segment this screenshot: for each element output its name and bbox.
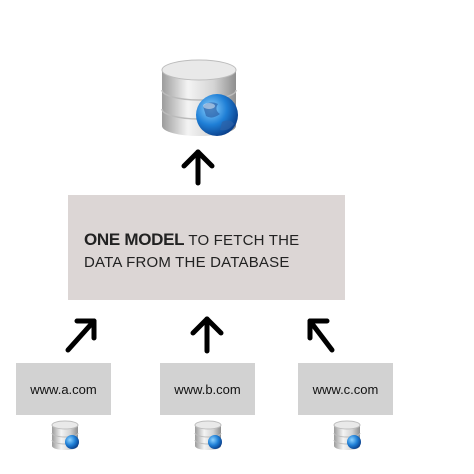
model-subtitle: TO FETCH THE DATA FROM THE DATABASE: [84, 232, 300, 271]
arrow-up-to-database: [181, 149, 215, 186]
model-title: ONE MODEL: [84, 230, 185, 249]
site-a-label: www.a.com: [30, 381, 97, 397]
arrow-b-to-model: [190, 316, 224, 354]
arrow-a-to-model: [65, 318, 97, 353]
model-box: [68, 195, 345, 300]
site-a-box: www.a.com: [16, 363, 111, 415]
site-a-database-icon: [51, 420, 79, 450]
site-c-label: www.c.com: [312, 381, 379, 397]
site-c-box: www.c.com: [298, 363, 393, 415]
site-b-database-icon: [194, 420, 222, 450]
model-description: ONE MODEL TO FETCH THE DATA FROM THE DAT…: [84, 229, 340, 274]
site-b-label: www.b.com: [174, 381, 241, 397]
site-b-box: www.b.com: [160, 363, 255, 415]
top-globe-icon: [196, 94, 238, 136]
site-c-database-icon: [333, 420, 361, 450]
arrow-c-to-model: [307, 318, 335, 353]
